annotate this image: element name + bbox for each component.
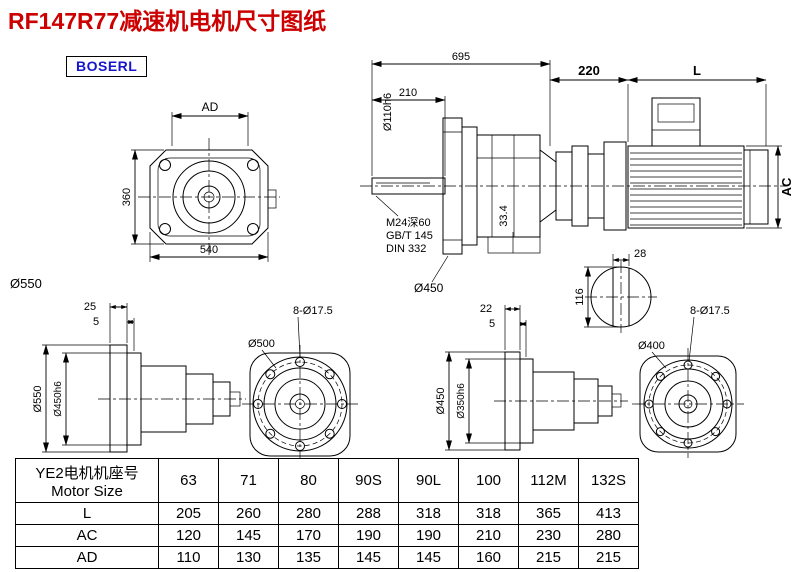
dim-22: 22 (480, 303, 492, 315)
dim-5: 5 (93, 316, 99, 328)
table-header-motor-size: YE2电机机座号 Motor Size (15, 458, 159, 503)
table-cell: 260 (218, 502, 279, 525)
table-cell: 318 (398, 502, 459, 525)
table-cell: 413 (578, 502, 639, 525)
table-row-l: L 205 260 280 288 318 318 365 413 (15, 502, 639, 525)
dim-350h6: Ø350h6 (456, 383, 467, 419)
dim-8-holes: 8-Ø17.5 (293, 305, 333, 317)
dim-ac: AC (779, 177, 794, 196)
dim-450h6: Ø450h6 (53, 381, 64, 417)
table-header-size: 132S (578, 458, 639, 503)
table-cell: 145 (398, 546, 459, 569)
flange-b-front-view: 8-Ø17.5 Ø500 (242, 305, 358, 460)
dim-outer-550: Ø550 (10, 276, 42, 291)
table-cell: 120 (158, 524, 219, 547)
dim-550: Ø550 (32, 386, 44, 413)
dim-28: 28 (634, 248, 646, 260)
flange-c-side-view: 22 5 Ø450 Ø350h6 (435, 303, 628, 451)
table-cell: 215 (578, 546, 639, 569)
table-cell: 160 (458, 546, 519, 569)
dim-220: 220 (578, 63, 600, 78)
dim-695: 695 (452, 51, 470, 63)
dim-shaft-dia: Ø110h6 (382, 93, 394, 131)
motor-side-view: 220 L AC (539, 63, 794, 231)
dim-ad: AD (202, 100, 219, 114)
table-cell: 135 (278, 546, 339, 569)
table-header-row: YE2电机机座号 Motor Size 63 71 80 90S 90L 100… (15, 458, 639, 503)
dim-450: Ø450 (435, 388, 447, 415)
flange-b-side-view: 25 5 Ø550 Ø450h6 (32, 301, 246, 453)
dim-5b: 5 (489, 318, 495, 330)
dim-360: 360 (121, 188, 133, 206)
dim-flange-450: Ø450 (414, 281, 444, 295)
table-cell: 365 (518, 502, 579, 525)
table-cell: 145 (338, 546, 399, 569)
table-header-size: 90S (338, 458, 399, 503)
row-label: L (15, 502, 159, 525)
table-cell: 215 (518, 546, 579, 569)
table-header-size: 63 (158, 458, 219, 503)
table-header-size: 80 (278, 458, 339, 503)
table-cell: 110 (158, 546, 219, 569)
dim-540: 540 (200, 244, 218, 256)
table-header-size: 100 (458, 458, 519, 503)
table-cell: 205 (158, 502, 219, 525)
table-cell: 170 (278, 524, 339, 547)
table-cell: 210 (458, 524, 519, 547)
table-cell: 145 (218, 524, 279, 547)
note-gbt: GB/T 145 (386, 230, 433, 242)
table-cell: 130 (218, 546, 279, 569)
motor-dimension-table: YE2电机机座号 Motor Size 63 71 80 90S 90L 100… (15, 458, 639, 569)
dim-400: Ø400 (638, 340, 665, 352)
table-header-size: 112M (518, 458, 579, 503)
dim-8-holes-b: 8-Ø17.5 (690, 305, 730, 317)
table-cell: 190 (338, 524, 399, 547)
table-cell: 280 (578, 524, 639, 547)
table-cell: 288 (338, 502, 399, 525)
table-cell: 230 (518, 524, 579, 547)
page-title: RF147R77减速机电机尺寸图纸 (8, 8, 327, 34)
gearbox-front-view: AD 360 540 Ø550 (10, 100, 280, 291)
gearbox-side-view: 695 210 Ø110h6 M24深60 GB/T 145 DIN 332 3… (360, 51, 786, 295)
row-label: AC (15, 524, 159, 547)
dim-l: L (693, 63, 701, 78)
table-cell: 190 (398, 524, 459, 547)
flange-c-front-view: 8-Ø17.5 Ø400 (632, 305, 744, 458)
brand-logo: BOSERL (66, 56, 148, 77)
row-label: AD (15, 546, 159, 569)
note-tap: M24深60 (386, 216, 431, 229)
table-cell: 318 (458, 502, 519, 525)
table-cell: 280 (278, 502, 339, 525)
dim-116: 116 (574, 288, 586, 306)
dim-500: Ø500 (248, 338, 275, 350)
shaft-end-view: 28 116 (574, 248, 657, 333)
dim-33-4: 33.4 (498, 205, 510, 226)
note-din: DIN 332 (386, 243, 426, 255)
table-header-cn: YE2电机机座号 (35, 464, 139, 482)
table-header-size: 90L (398, 458, 459, 503)
table-header-en: Motor Size (51, 482, 123, 500)
dim-25: 25 (84, 301, 96, 313)
table-row-ad: AD 110 130 135 145 145 160 215 215 (15, 546, 639, 569)
table-header-size: 71 (218, 458, 279, 503)
table-row-ac: AC 120 145 170 190 190 210 230 280 (15, 524, 639, 547)
dim-210: 210 (399, 87, 417, 99)
